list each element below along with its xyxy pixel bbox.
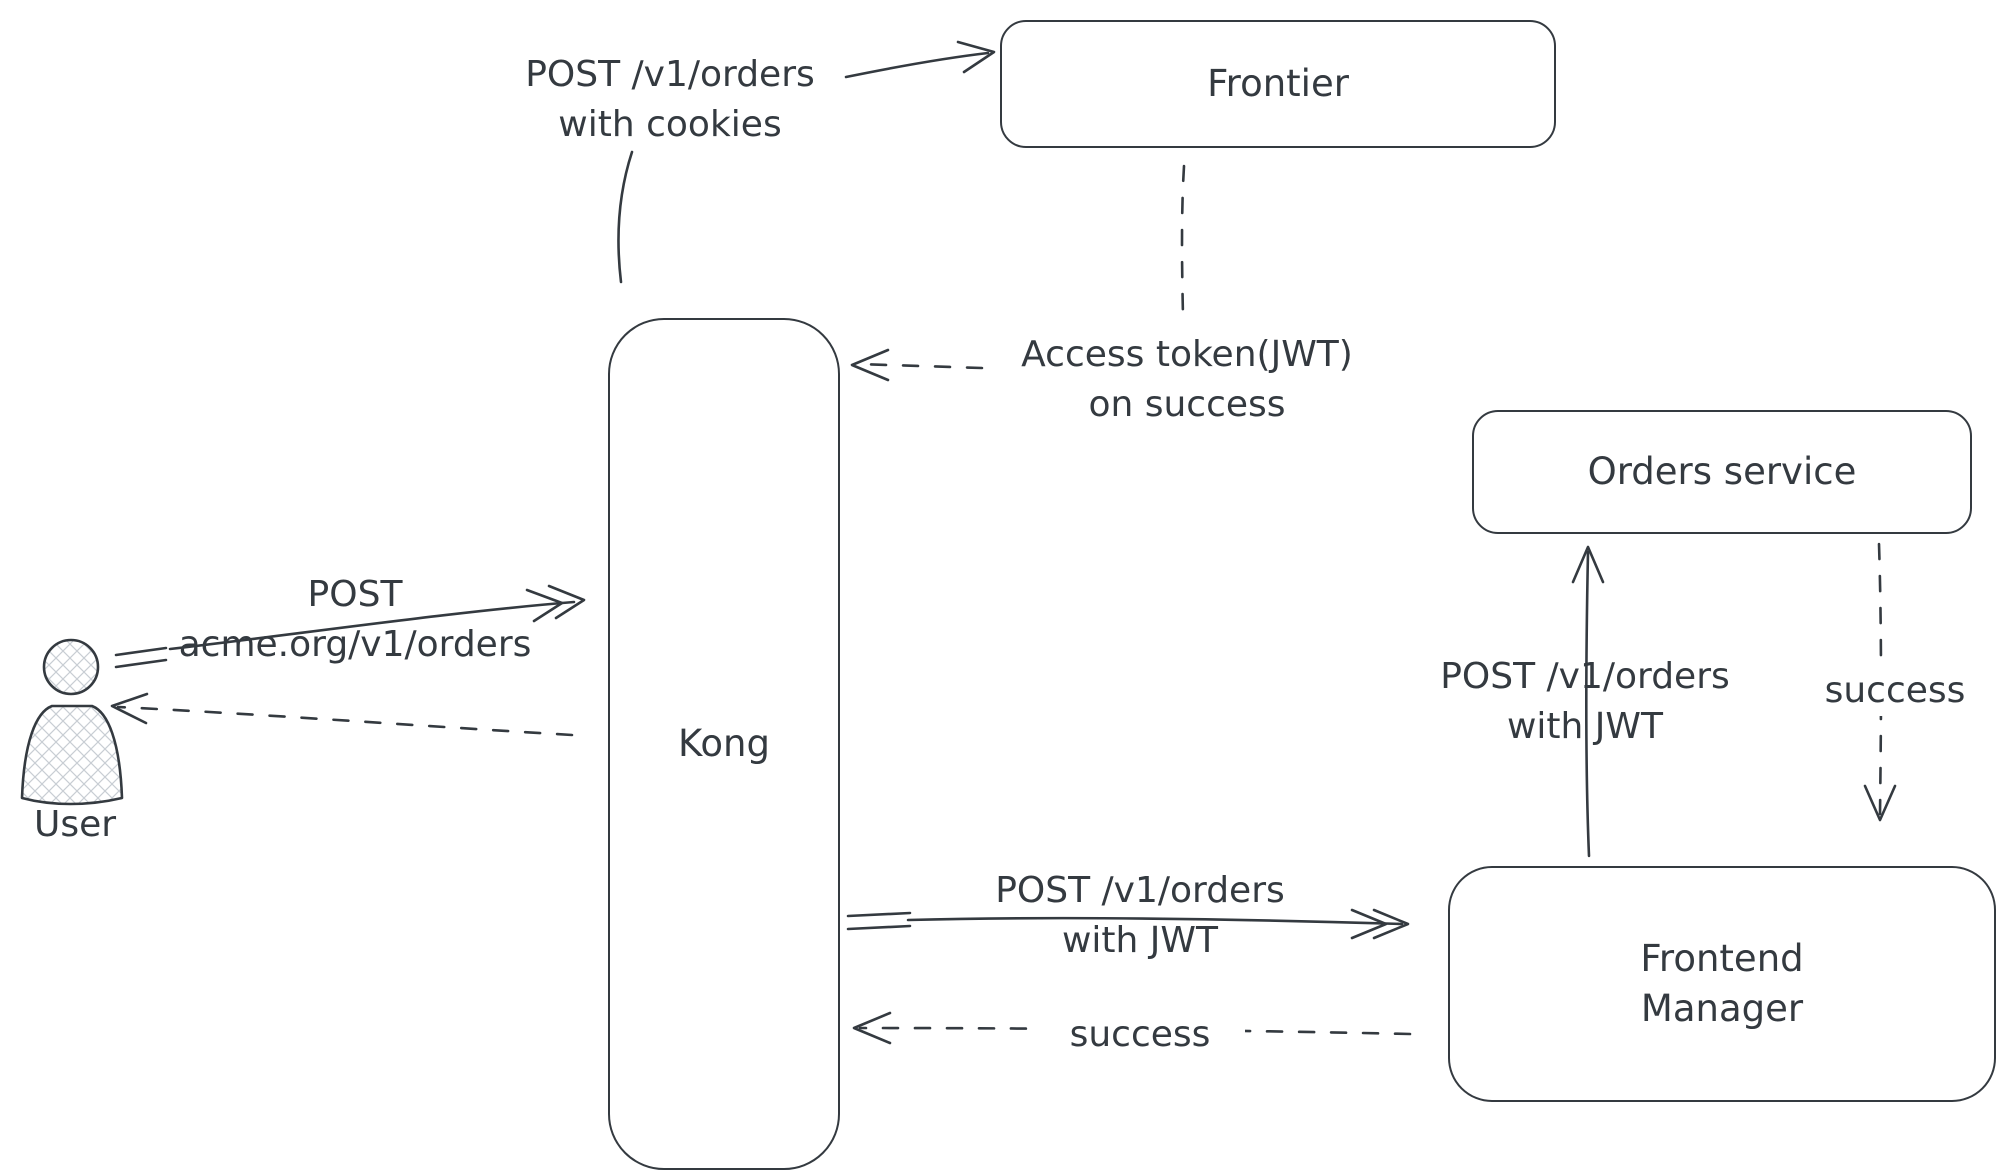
label-access-token-on-success: Access token(JWT) on success (1021, 334, 1353, 426)
arrow-kong-to-frontend-equals-mark (846, 911, 912, 931)
dashed-arrow-frontend-to-kong (858, 1026, 1412, 1036)
user-icon-body (20, 704, 124, 806)
user-icon-head (42, 638, 100, 696)
dashed-line-frontier-down (1180, 164, 1186, 318)
dashed-arrow-kong-to-user-arrowhead (110, 692, 149, 725)
label-frontend-to-orders-post-orders: POST /v1/orders with JWT (1440, 656, 1730, 748)
dashed-arrow-access-token-to-kong (856, 362, 984, 370)
dashed-arrow-orders-to-frontend-arrowhead (1863, 784, 1897, 822)
arrow-request-to-frontier-arrowhead (956, 40, 996, 74)
arrow-kong-to-frontend (906, 916, 1404, 926)
arrow-kong-to-frontend-arrowhead-outer (1372, 908, 1410, 940)
arrow-frontend-to-orders-arrowhead (1571, 545, 1605, 584)
dashed-arrow-kong-to-user (116, 705, 574, 737)
label-orders-to-frontend-success: success (1790, 666, 1998, 717)
node-orders-service: Orders service (1472, 410, 1972, 534)
dashed-arrow-access-token-arrowhead (850, 348, 890, 382)
arrow-frontend-to-orders (1584, 550, 1591, 858)
arrow-user-to-kong (168, 600, 576, 651)
label-user: User (33, 804, 117, 845)
arrow-request-to-frontier (844, 51, 990, 79)
label-post-acme-orders: POST acme.org/v1/orders (178, 574, 532, 666)
arrow-kong-to-frontend-arrowhead-inner (1350, 908, 1388, 940)
dashed-arrow-frontend-to-kong-arrowhead (852, 1011, 892, 1045)
arrow-user-to-kong-arrowhead-inner (525, 588, 564, 623)
label-post-orders-with-cookies: POST /v1/orders with cookies (525, 54, 815, 146)
node-kong: Kong (608, 318, 840, 1170)
node-frontend-manager: Frontend Manager (1448, 866, 1996, 1102)
arrow-user-to-kong-equals-mark (114, 646, 168, 669)
node-frontier: Frontier (1000, 20, 1556, 148)
connector-cookies-label-to-kong (617, 150, 634, 284)
arrow-user-to-kong-arrowhead-outer (547, 584, 586, 620)
label-frontend-to-kong-success: success (1035, 1010, 1245, 1061)
label-kong-to-frontend-post-orders: POST /v1/orders with JWT (995, 870, 1285, 962)
user-icon (20, 638, 124, 806)
